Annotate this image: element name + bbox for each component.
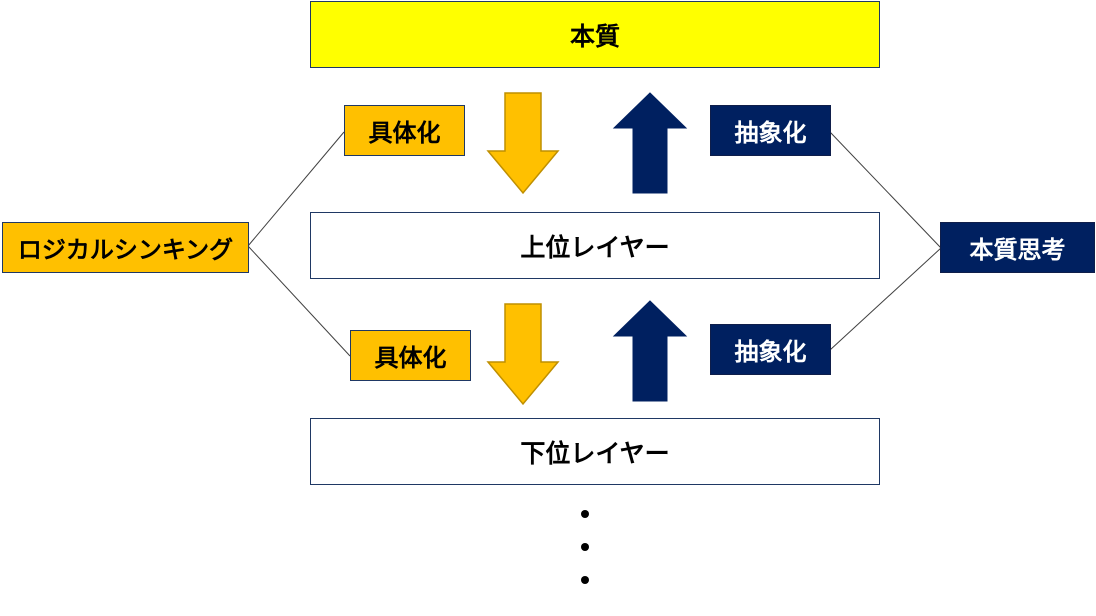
gold-down-arrow-icon [486,303,560,406]
abstract-bottom-box: 抽象化 [710,324,831,375]
lower-layer-box: 下位レイヤー [310,418,880,485]
logical-thinking-box: ロジカルシンキング [2,222,249,273]
ellipsis-dot [581,543,589,551]
concretize-bottom-label: 具体化 [374,344,447,372]
abstract-top-label: 抽象化 [734,119,807,147]
essential-thinking-label: 本質思考 [969,236,1066,264]
essence-box: 本質 [310,1,880,68]
vertical-ellipsis-icon [560,500,610,600]
navy-up-arrow-icon [612,92,688,194]
abstract-bottom-label: 抽象化 [734,338,807,366]
concretize-top-label: 具体化 [368,119,441,147]
abstract-top-box: 抽象化 [710,105,831,156]
navy-up-arrow-icon [612,300,688,402]
essential-thinking-box: 本質思考 [940,222,1095,273]
gold-down-arrow-icon [486,92,560,195]
connector-abstract-top-to-essential [829,131,942,249]
connector-logical-to-concretize-bottom [247,245,351,357]
ellipsis-dot [581,576,589,584]
concretize-bottom-box: 具体化 [350,330,471,381]
concretize-top-box: 具体化 [344,105,465,156]
essence-label: 本質 [569,21,620,51]
connector-logical-to-concretize-top [247,131,345,247]
lower-layer-label: 下位レイヤー [520,438,670,468]
ellipsis-dot [581,510,589,518]
logical-thinking-label: ロジカルシンキング [17,236,234,264]
upper-layer-box: 上位レイヤー [310,212,880,279]
upper-layer-label: 上位レイヤー [520,232,670,262]
connector-abstract-bottom-to-essential [829,247,942,351]
